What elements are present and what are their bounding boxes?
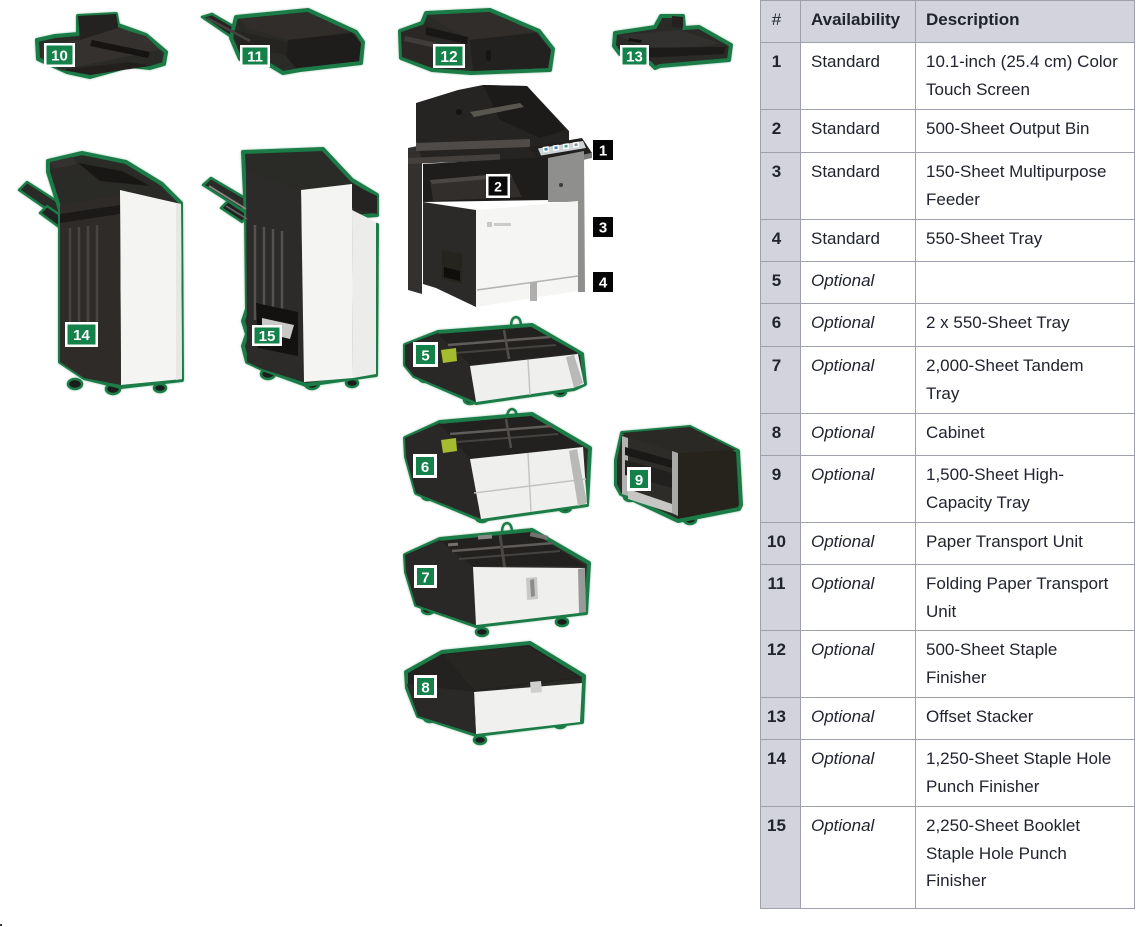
svg-text:11: 11 bbox=[247, 49, 263, 66]
svg-text:12: 12 bbox=[440, 49, 457, 66]
svg-text:6: 6 bbox=[421, 459, 429, 476]
svg-text:1: 1 bbox=[599, 143, 607, 160]
svg-text:2: 2 bbox=[494, 179, 502, 195]
svg-text:5: 5 bbox=[421, 348, 429, 365]
svg-text:3: 3 bbox=[599, 220, 607, 237]
svg-text:13: 13 bbox=[626, 49, 643, 66]
svg-text:15: 15 bbox=[259, 328, 276, 345]
svg-text:4: 4 bbox=[599, 275, 608, 292]
svg-text:10: 10 bbox=[51, 48, 68, 65]
svg-text:9: 9 bbox=[635, 472, 643, 489]
svg-text:8: 8 bbox=[421, 680, 429, 697]
svg-text:7: 7 bbox=[421, 570, 429, 587]
svg-text:14: 14 bbox=[73, 327, 90, 344]
